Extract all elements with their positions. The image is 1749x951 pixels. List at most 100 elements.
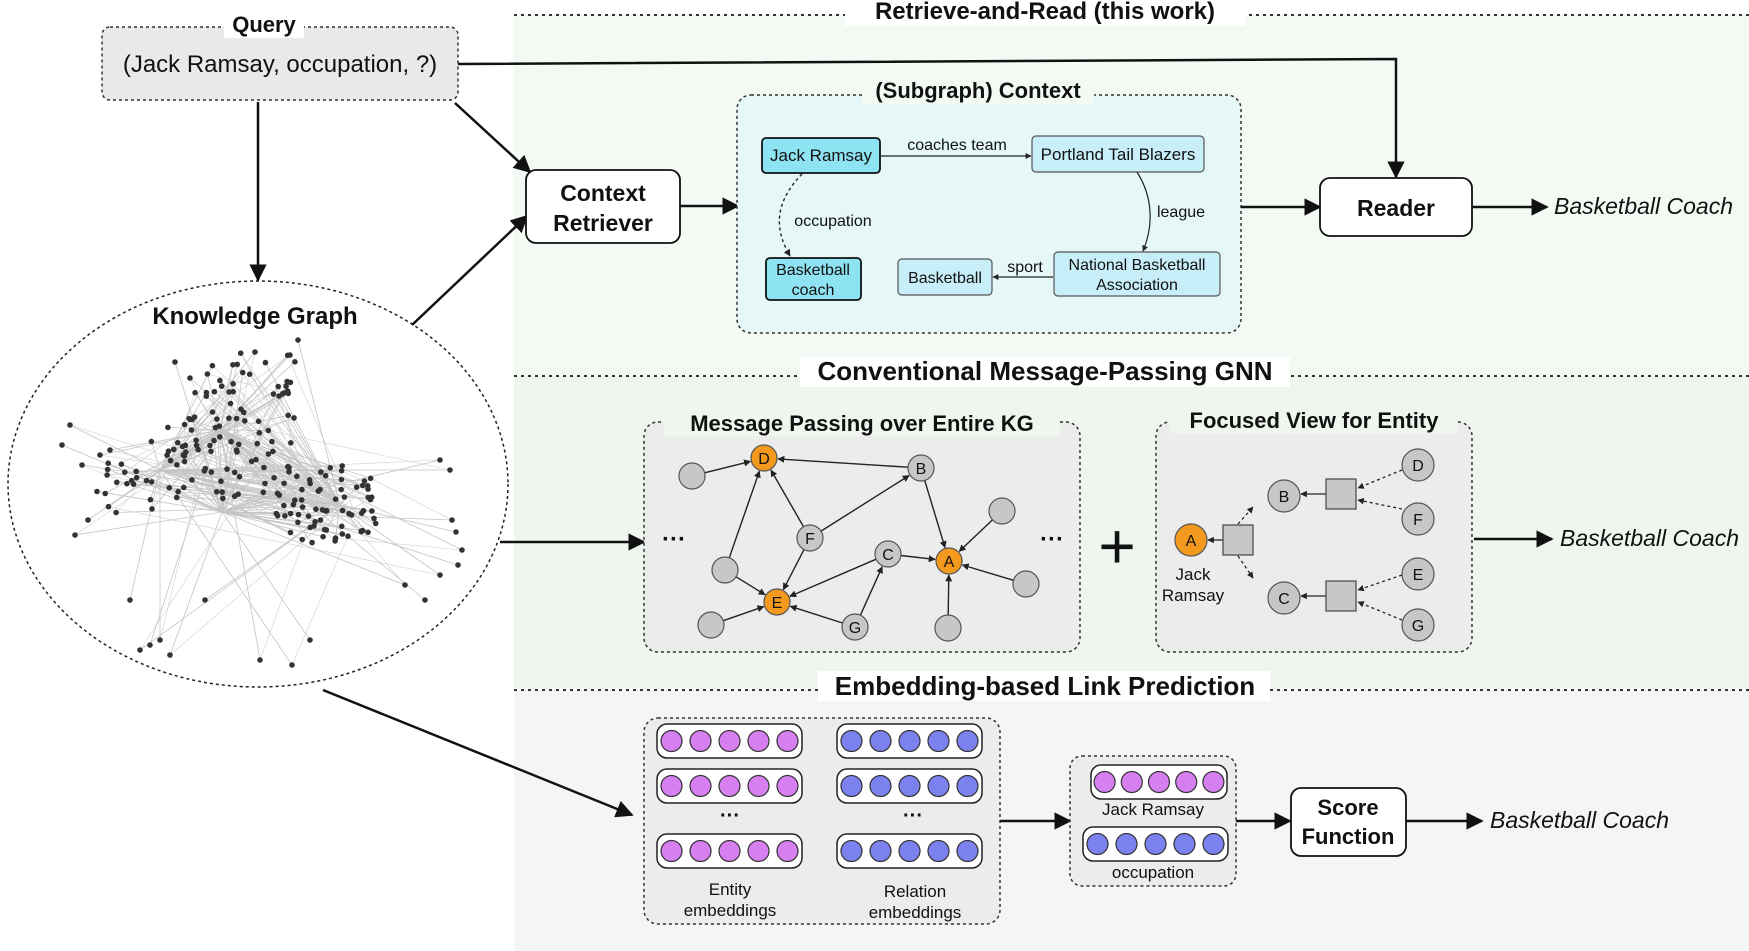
kg-node [72, 532, 78, 538]
kg-node [299, 536, 306, 543]
fv-node-e-label: E [1413, 567, 1424, 584]
kg-node [248, 458, 255, 465]
kg-edge [219, 354, 291, 431]
kg-node [311, 523, 317, 529]
kg-node [195, 446, 201, 453]
kg-edge [221, 459, 441, 513]
kg-node [179, 443, 186, 450]
kg-edge [74, 440, 215, 536]
fv-node-g-label: G [1412, 618, 1424, 635]
kg-node [122, 469, 128, 476]
kg-edge [61, 444, 223, 513]
edge-occupation-label: occupation [794, 213, 871, 230]
kg-node [274, 490, 281, 497]
kg-edge [159, 469, 315, 527]
kg-node [193, 437, 199, 444]
mp-edge [820, 474, 910, 532]
entity-embedding-row-0-dot [747, 729, 770, 753]
kg-node [207, 442, 213, 449]
kg-edge [232, 383, 406, 586]
edge-league-label: league [1157, 204, 1205, 221]
kg-edge [287, 355, 363, 531]
kg-node [338, 468, 345, 474]
kg-node [345, 533, 351, 539]
kg-node [367, 475, 374, 482]
kg-node [307, 480, 314, 487]
kg-node [147, 496, 154, 503]
kg-node [295, 511, 302, 518]
kg-node [254, 440, 260, 447]
relation-embedding-row-0-dot [869, 729, 892, 753]
kg-node [217, 434, 223, 440]
kg-node [211, 388, 218, 395]
fv-agg-b [1325, 478, 1357, 510]
kg-edge [219, 381, 288, 431]
entity-embedding-row-2-dot [747, 839, 770, 863]
kg-node [318, 469, 324, 475]
query-relation-embedding-dot [1144, 832, 1167, 856]
kg-node [283, 383, 289, 390]
mp-edge [789, 604, 843, 624]
edge-coaches-team-label: coaches team [907, 137, 1007, 154]
reader-label: Reader [1357, 195, 1435, 221]
mp-node-F [796, 524, 824, 552]
kg-node [453, 529, 459, 535]
kg-node [273, 510, 280, 517]
kg-node [183, 449, 189, 455]
query-entity-label: Jack Ramsay [1102, 800, 1205, 819]
kg-edge [339, 486, 357, 506]
kg-node [292, 359, 298, 365]
embedding-output: Basketball Coach [1490, 807, 1669, 833]
relation-embedding-row-2-dot [927, 839, 950, 863]
kg-node [284, 378, 290, 385]
fv-edge-d-sqb [1357, 469, 1403, 489]
kg-node [133, 468, 139, 475]
mp-edge [770, 469, 805, 528]
mp-node-label-E: E [772, 595, 783, 612]
query-relation-embedding-dot [1173, 832, 1196, 856]
context-retriever-label-2: Retriever [553, 210, 653, 236]
kg-edge [297, 504, 341, 523]
kg-node [214, 416, 220, 422]
mp-node-label-G: G [849, 620, 861, 637]
query-heading: Query [232, 12, 296, 37]
kg-node [237, 350, 244, 357]
entity-embedding-row-1-dot [689, 774, 712, 798]
entity-embedding-row-0-dot [660, 729, 683, 753]
kg-node [208, 448, 214, 455]
fv-node-d-label: D [1412, 458, 1424, 475]
kg-node [291, 415, 297, 421]
kg-node [294, 473, 300, 480]
kg-node [167, 457, 174, 464]
kg-edge [159, 386, 222, 641]
relation-embeddings-caption-2: embeddings [869, 903, 962, 922]
kg-node [262, 480, 268, 487]
kg-node [174, 439, 181, 446]
kg-node [281, 480, 287, 487]
kg-edge [99, 429, 221, 456]
kg-to-embedding-arrow [322, 688, 634, 818]
kg-node [104, 472, 110, 478]
fv-node-e [1401, 557, 1435, 591]
kg-node [338, 486, 345, 493]
query-relation-embedding-dot [1115, 832, 1138, 856]
mp-node-B [907, 454, 935, 482]
context-retriever-label-1: Context [560, 180, 646, 206]
kg-edge [240, 351, 256, 410]
kg-node [137, 647, 143, 653]
kg-node [261, 464, 267, 471]
kg-node [320, 533, 326, 540]
kg-edge [221, 386, 287, 513]
entity-embedding-row-1-dot [660, 774, 683, 798]
kg-node [368, 494, 375, 501]
node-basketball [897, 258, 993, 296]
context-retriever-box: Context Retriever [525, 169, 681, 244]
kg-edge [212, 365, 373, 512]
kg-node [257, 657, 263, 663]
kg-node [289, 662, 295, 668]
kg-node [348, 512, 355, 518]
kg-edge [219, 429, 372, 498]
kg-node [202, 597, 208, 603]
kg-node [262, 359, 269, 366]
